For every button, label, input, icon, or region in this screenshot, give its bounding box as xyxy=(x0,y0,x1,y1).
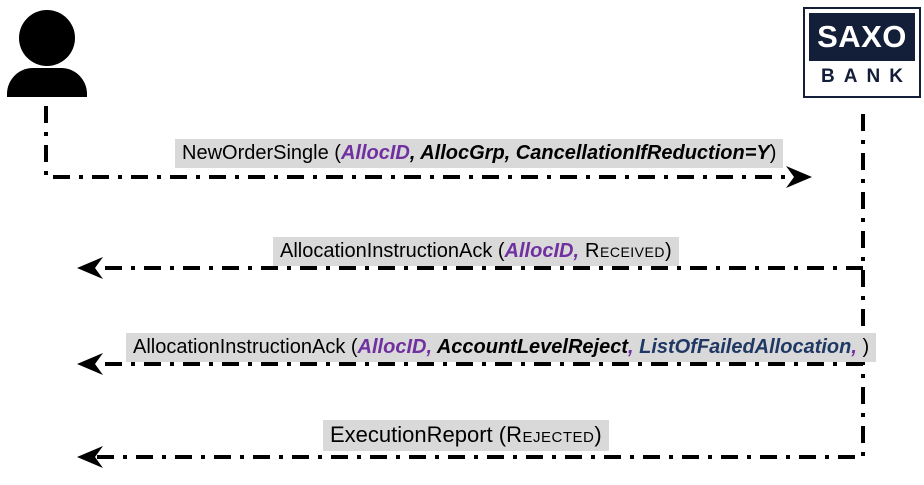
message-segment: NewOrderSingle ( xyxy=(182,142,341,164)
message-segment: , AllocGrp, CancellationIfReduction=Y xyxy=(409,142,770,164)
message-segment: AllocationInstructionAck ( xyxy=(133,336,358,358)
message-label-allocation-instruction-ack-reject: AllocationInstructionAck (AllocID, Accou… xyxy=(126,333,877,362)
message-segment: AllocID xyxy=(340,142,410,164)
arrowhead-left-icon xyxy=(77,446,103,468)
message-segment: ) xyxy=(769,142,777,164)
bank-logo: SAXO BANK xyxy=(803,7,921,98)
message-segment: ExecutionReport ( xyxy=(330,422,507,447)
message-label-new-order-single: NewOrderSingle (AllocID, AllocGrp, Cance… xyxy=(175,139,784,168)
bank-logo-top: SAXO xyxy=(809,13,915,61)
message-segment: AllocID, xyxy=(357,336,432,358)
message-segment: ) xyxy=(594,422,602,447)
message-segment: AllocationInstructionAck ( xyxy=(280,240,505,262)
bank-logo-bottom-text: BANK xyxy=(821,66,912,88)
bank-logo-top-text: SAXO xyxy=(817,18,907,54)
message-segment: ListOfFailedAllocation xyxy=(633,336,852,358)
message-segment: AccountLevelReject xyxy=(432,336,628,358)
message-label-allocation-instruction-ack-received: AllocationInstructionAck (AllocID, Recei… xyxy=(273,237,679,266)
message-segment: , xyxy=(628,336,634,358)
arrowhead-right-icon xyxy=(786,166,812,188)
message-segment: Rejected xyxy=(506,422,595,447)
message-segment: Received xyxy=(579,240,665,262)
message-segment: ) xyxy=(856,336,870,358)
message-label-execution-report-rejected: ExecutionReport (Rejected) xyxy=(323,420,609,452)
bank-logo-bottom: BANK xyxy=(809,61,924,94)
arrowhead-left-icon xyxy=(77,353,103,375)
message-segment: ) xyxy=(664,240,672,262)
message-segment: , xyxy=(851,336,857,358)
arrowhead-left-icon xyxy=(77,257,103,279)
person-icon xyxy=(7,10,87,97)
message-segment: AllocID, xyxy=(504,240,579,262)
